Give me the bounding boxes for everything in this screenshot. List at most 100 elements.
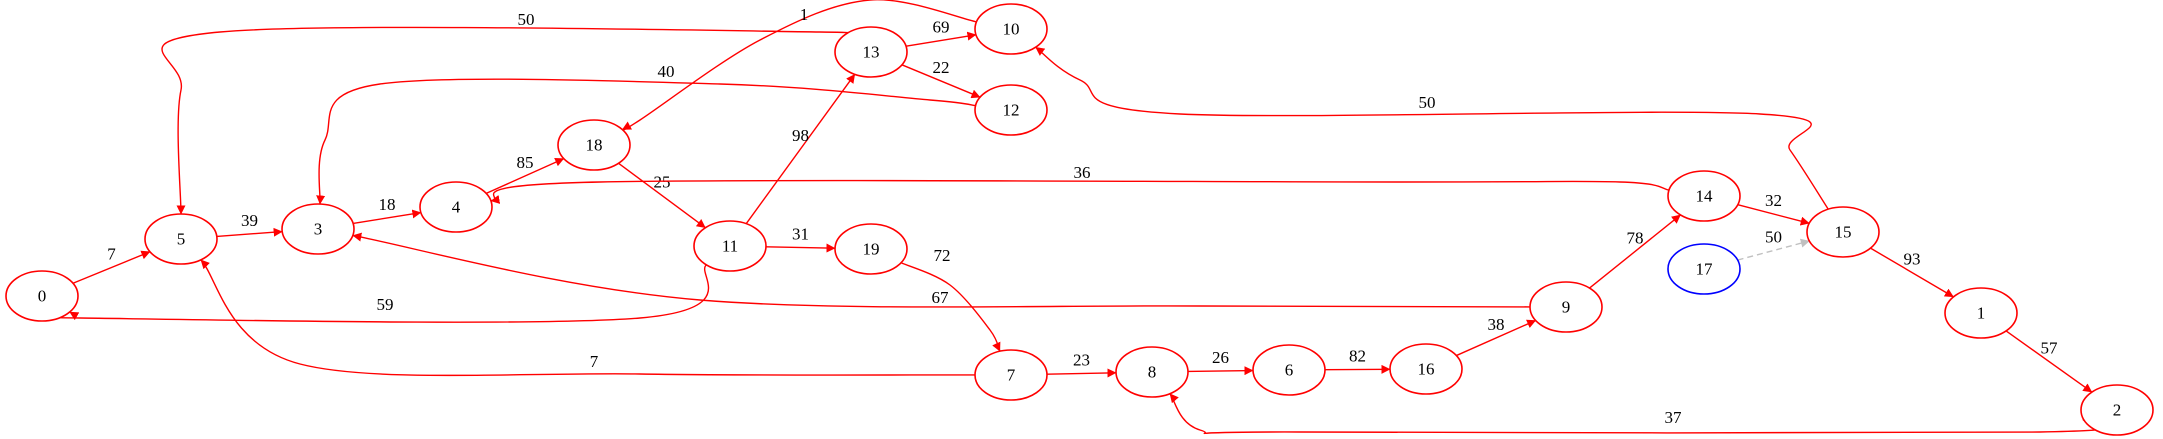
edge-0-to-5 bbox=[72, 250, 151, 284]
edge-13-to-12 bbox=[901, 64, 981, 99]
node-1-ellipse bbox=[1944, 287, 2018, 339]
edge-8-to-6 bbox=[1187, 366, 1254, 376]
node-4: 4 bbox=[419, 181, 493, 233]
edge-17-to-15 bbox=[1737, 238, 1810, 261]
node-15-label: 15 bbox=[1835, 223, 1852, 242]
edge-14-to-15 bbox=[1737, 204, 1810, 226]
node-2-ellipse bbox=[2080, 384, 2154, 436]
node-6-label: 6 bbox=[1285, 361, 1294, 380]
edge-weight-11-to-19: 31 bbox=[792, 225, 809, 244]
node-9: 9 bbox=[1529, 281, 1603, 333]
edge-weight-14-to-15: 32 bbox=[1765, 191, 1782, 210]
node-10-ellipse bbox=[974, 3, 1048, 55]
edge-15-to-10 bbox=[1035, 46, 1829, 210]
edge-weight-6-to-16: 82 bbox=[1349, 347, 1366, 366]
node-8-label: 8 bbox=[1148, 363, 1157, 382]
edge-weight-5-to-3: 39 bbox=[241, 211, 258, 230]
edge-weight-2-to-8: 37 bbox=[1665, 408, 1683, 427]
node-10: 10 bbox=[974, 3, 1048, 55]
node-8-ellipse bbox=[1115, 346, 1189, 398]
edge-weight-11-to-0: 59 bbox=[377, 295, 394, 314]
edge-weight-8-to-6: 26 bbox=[1212, 348, 1229, 367]
node-7-ellipse bbox=[974, 349, 1048, 401]
edge-10-to-18 bbox=[621, 0, 977, 131]
node-1: 1 bbox=[1944, 287, 2018, 339]
node-1-label: 1 bbox=[1977, 304, 1986, 323]
node-18: 18 bbox=[557, 119, 631, 171]
node-17-label: 17 bbox=[1696, 260, 1714, 279]
edge-weight-7-to-5: 7 bbox=[590, 352, 599, 371]
edge-weight-17-to-15: 50 bbox=[1765, 228, 1782, 247]
edge-weight-0-to-5: 7 bbox=[107, 245, 116, 264]
node-9-label: 9 bbox=[1562, 298, 1571, 317]
node-11: 11 bbox=[693, 220, 767, 272]
edge-weight-19-to-7: 72 bbox=[934, 246, 951, 265]
edge-2-to-8 bbox=[1169, 393, 2111, 435]
edge-16-to-9 bbox=[1456, 319, 1537, 357]
edge-weight-13-to-5: 50 bbox=[518, 10, 535, 29]
node-19-label: 19 bbox=[863, 240, 880, 259]
node-19: 19 bbox=[834, 223, 908, 275]
node-2: 2 bbox=[2080, 384, 2154, 436]
edge-weight-1-to-2: 57 bbox=[2041, 339, 2059, 358]
edge-weight-14-to-4: 36 bbox=[1074, 163, 1091, 182]
node-12-ellipse bbox=[974, 84, 1048, 136]
node-13-ellipse bbox=[834, 26, 908, 78]
node-14-ellipse bbox=[1667, 170, 1741, 222]
node-6: 6 bbox=[1252, 344, 1326, 396]
node-13-label: 13 bbox=[863, 43, 880, 62]
edge-3-to-4 bbox=[352, 209, 422, 225]
edge-13-to-10 bbox=[905, 31, 977, 47]
node-4-ellipse bbox=[419, 181, 493, 233]
node-12-label: 12 bbox=[1003, 101, 1020, 120]
node-13: 13 bbox=[834, 26, 908, 78]
edge-7-to-8 bbox=[1046, 368, 1117, 378]
edge-9-to-14 bbox=[1589, 214, 1681, 289]
node-17-ellipse bbox=[1667, 243, 1741, 295]
edge-weight-3-to-4: 18 bbox=[379, 195, 396, 214]
edge-18-to-11 bbox=[618, 162, 706, 229]
node-16-label: 16 bbox=[1418, 360, 1435, 379]
node-3-label: 3 bbox=[314, 220, 323, 239]
node-4-label: 4 bbox=[452, 198, 461, 217]
edge-weight-9-to-14: 78 bbox=[1627, 229, 1644, 248]
edge-11-to-19 bbox=[765, 243, 836, 253]
node-15: 15 bbox=[1806, 206, 1880, 258]
edge-weight-7-to-8: 23 bbox=[1073, 351, 1090, 370]
edge-weight-15-to-1: 93 bbox=[1904, 250, 1921, 269]
edge-7-to-5 bbox=[200, 259, 976, 377]
edge-11-to-0 bbox=[34, 264, 710, 323]
node-10-label: 10 bbox=[1003, 20, 1020, 39]
node-14: 14 bbox=[1667, 170, 1741, 222]
node-9-ellipse bbox=[1529, 281, 1603, 333]
node-0-ellipse bbox=[5, 270, 79, 322]
node-5-ellipse bbox=[144, 213, 218, 265]
node-7: 7 bbox=[974, 349, 1048, 401]
edge-11-to-13 bbox=[745, 73, 856, 225]
edge-15-to-1 bbox=[1870, 247, 1954, 298]
node-2-label: 2 bbox=[2113, 401, 2122, 420]
node-5: 5 bbox=[144, 213, 218, 265]
edge-weight-10-to-18: 1 bbox=[800, 5, 809, 24]
node-6-ellipse bbox=[1252, 344, 1326, 396]
edge-weight-11-to-13: 98 bbox=[792, 126, 809, 145]
edge-12-to-3 bbox=[316, 78, 976, 205]
node-16: 16 bbox=[1389, 343, 1463, 395]
edge-weight-13-to-12: 22 bbox=[933, 58, 950, 77]
node-15-ellipse bbox=[1806, 206, 1880, 258]
node-19-ellipse bbox=[834, 223, 908, 275]
edge-weight-13-to-10: 69 bbox=[933, 18, 950, 37]
node-18-label: 18 bbox=[586, 136, 603, 155]
edge-weight-4-to-18: 85 bbox=[517, 153, 534, 172]
edge-weight-18-to-11: 25 bbox=[654, 173, 671, 192]
node-11-label: 11 bbox=[722, 237, 738, 256]
edge-weight-12-to-3: 40 bbox=[658, 62, 675, 81]
node-3: 3 bbox=[281, 203, 355, 255]
node-0-label: 0 bbox=[38, 287, 47, 306]
edge-1-to-2 bbox=[2005, 330, 2093, 393]
node-16-ellipse bbox=[1389, 343, 1463, 395]
node-12: 12 bbox=[974, 84, 1048, 136]
